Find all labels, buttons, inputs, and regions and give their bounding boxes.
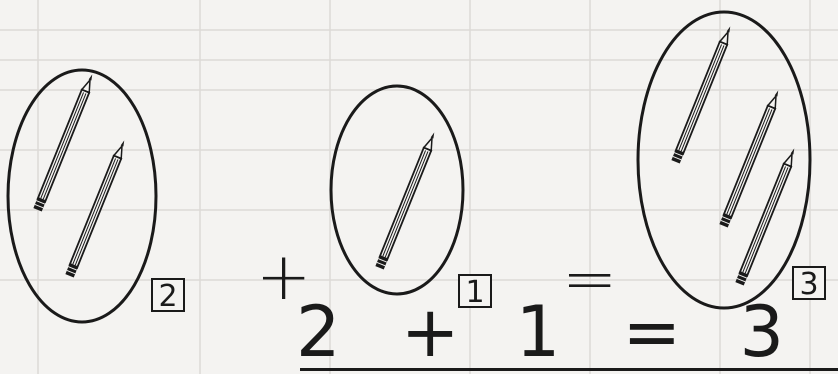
equation-result: 3	[739, 292, 784, 372]
group-3-ellipse	[638, 12, 810, 308]
pencil-icon	[671, 25, 734, 164]
equation: 2 + 1 = 3	[296, 292, 784, 372]
pencil-icon	[33, 73, 96, 212]
equation-addend-b: 1	[516, 292, 561, 372]
group-3-count: 3	[792, 266, 826, 300]
pencil-icon	[375, 131, 438, 270]
answer-line	[300, 368, 838, 371]
pencil-icon	[65, 139, 128, 278]
equation-equals: =	[623, 292, 682, 372]
group-2-ellipse	[331, 86, 463, 294]
equation-plus: +	[401, 292, 460, 372]
group-1-count: 2	[151, 278, 185, 312]
equation-addend-a: 2	[296, 292, 341, 372]
